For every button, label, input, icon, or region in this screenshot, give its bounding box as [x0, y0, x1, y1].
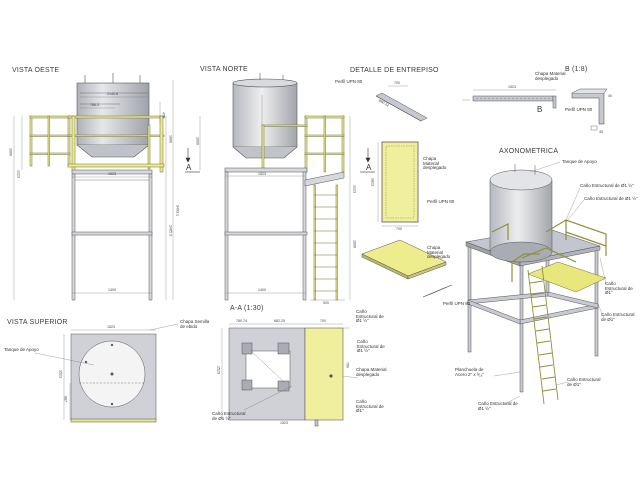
- dim-oeste-h3: 1000: [8, 148, 13, 156]
- dim-b-c: 45: [599, 130, 603, 134]
- view-title-superior: VISTA SUPERIOR: [7, 319, 68, 326]
- dim-norte-h2: 1223: [352, 185, 357, 193]
- label-tanque-superior: Tanque de Apoyo: [4, 347, 39, 352]
- label-chapa-despl-b: Chapa Material desplegado: [535, 71, 566, 81]
- dim-oeste-h1: 1000: [168, 135, 173, 143]
- label-perfil-upn80-a: Perfil UPN 80: [335, 79, 363, 84]
- b-detail: [462, 88, 608, 131]
- label-perfil-upn80-2: Perfil UPN 80: [443, 301, 471, 306]
- label-chapa-aa: Chapa Material desplegado: [356, 367, 387, 377]
- dim-oeste-w: 1523: [108, 172, 116, 176]
- view-title-oeste: VISTA OESTE: [12, 67, 60, 74]
- label-cano-axo-6: Caño Estructural de Ø1 ½": [478, 401, 518, 411]
- cut-mark-a-left: A: [186, 163, 192, 172]
- vista-superior: [34, 323, 179, 423]
- label-chapa-despl-1: Chapa Material desplegado: [423, 156, 447, 170]
- dim-aa-w1: 780.74: [236, 319, 247, 323]
- dim-oeste-tank-d: 2140.6: [107, 92, 118, 96]
- label-planchuela: Planchuela de Acero 2" x ³⁄₁₆": [455, 367, 485, 377]
- dim-ent-c: 700: [396, 227, 402, 231]
- label-cano-axo-5: Caño Estructural de Ø1": [567, 377, 601, 387]
- dim-b-a: 1523: [508, 85, 516, 89]
- label-chapa-despl-2: Chapa Material desplegado: [427, 245, 451, 259]
- label-tanque-axo: Tanque de Apoyo: [562, 159, 597, 164]
- dim-aa-base: 1523: [280, 421, 288, 425]
- label-cano-axo-3: Caño Estructural de Ø1": [605, 281, 633, 295]
- label-cano-aa-4: Caño Estructural de Ø1 ½": [212, 411, 246, 421]
- view-title-axonometrica: AXONOMETRICA: [499, 148, 559, 155]
- dim-oeste-h-total: 3493.1: [175, 205, 180, 216]
- dim-norte-h3: 1000: [352, 240, 357, 248]
- dim-b-b: 40: [608, 94, 612, 98]
- dim-norte-base: 1400: [258, 288, 266, 292]
- axonometrica-view: [465, 161, 607, 405]
- label-perfil-upn80-1: Perfil UPN 80: [427, 199, 455, 204]
- label-chapa-semilla: Chapa Semilla de ebido: [180, 319, 210, 329]
- cut-mark-a-right: A: [366, 163, 372, 172]
- dim-oeste-h2: 1223: [16, 170, 21, 178]
- label-cano-axo-1: Caño Estructural de Ø1 ½": [580, 183, 634, 188]
- vista-norte: [199, 73, 351, 301]
- cut-mark-b: B: [537, 105, 543, 114]
- section-a-a: [221, 323, 359, 427]
- norte-tank: [232, 82, 298, 148]
- label-cano-aa-1: Caño Estructural de Ø1 ½": [356, 309, 384, 323]
- cut-arrows: [185, 148, 375, 173]
- dim-norte-base-2: 920: [323, 301, 329, 305]
- dim-plate-w: 700: [345, 362, 350, 368]
- oeste-tank: [76, 82, 150, 146]
- dim-norte-w: 1523: [258, 172, 266, 176]
- detalle-entrepiso: [361, 85, 453, 298]
- dim-oeste-base: 1400: [108, 288, 116, 292]
- dim-aa-h: 1523: [216, 366, 221, 374]
- dim-aa-w2: 682.25: [274, 319, 285, 323]
- dim-oeste-h5: 475: [161, 112, 166, 118]
- dim-sup-h: 1523: [58, 370, 63, 378]
- dim-plate-h: 1823: [370, 178, 375, 186]
- dim-sup-r: 987: [63, 396, 68, 402]
- dim-sup-w: 1523: [107, 325, 115, 329]
- label-perfil-upn80-b: Perfil UPN 80: [565, 107, 593, 112]
- label-cano-axo-2: Caño Estructural de Ø1 ½": [584, 196, 638, 201]
- label-cano-aa-3: Caño Estructural de Ø1": [356, 399, 384, 413]
- dim-ent-a: 700: [394, 81, 400, 85]
- vista-oeste: [13, 73, 174, 301]
- view-title-b: B (1:8): [565, 66, 588, 73]
- view-title-aa: A-A (1:30): [230, 305, 264, 312]
- dim-aa-w3: 700: [320, 319, 326, 323]
- view-title-entrepiso: DETALLE DE ENTREPISO: [350, 67, 439, 74]
- view-title-norte: VISTA NORTE: [200, 66, 248, 73]
- dim-norte-h1: 1000: [195, 137, 200, 145]
- label-cano-axo-4: Caño Estructural de Ø1": [601, 312, 635, 322]
- label-cano-aa-2: Caño Estructural de Ø1 ½": [357, 339, 385, 353]
- dim-oeste-tank-r: 786.3: [90, 103, 99, 107]
- dim-oeste-h4: 2465.3: [168, 225, 173, 236]
